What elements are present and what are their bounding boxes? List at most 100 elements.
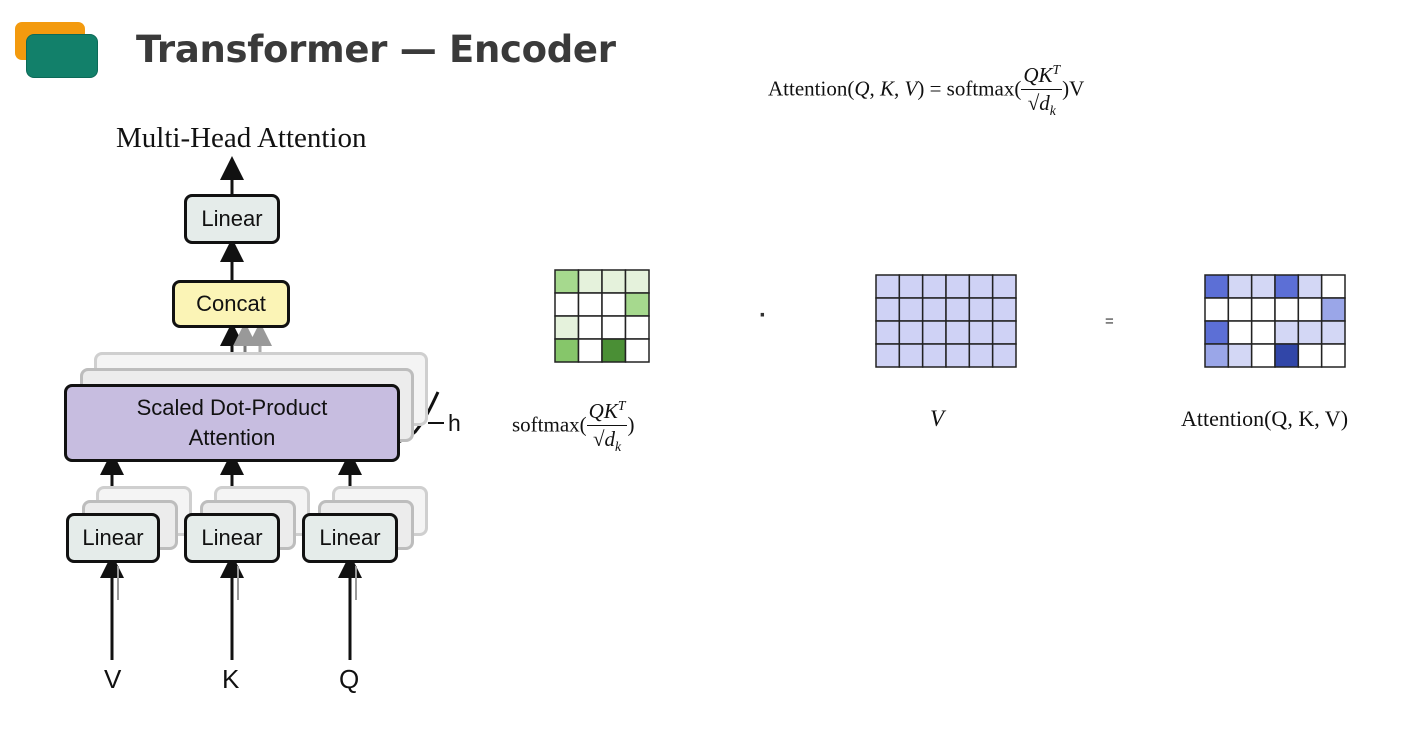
equals-operator: = — [1105, 313, 1114, 330]
attention-result-matrix-cell — [1250, 274, 1276, 299]
v-matrix-cell — [991, 320, 1017, 345]
formula-num-sup: T — [1052, 62, 1061, 77]
linear-v-box: Linear — [66, 513, 160, 563]
attention-result-matrix-cell — [1250, 320, 1276, 345]
v-matrix-cell — [921, 320, 947, 345]
attention-result-matrix-cell — [1297, 297, 1323, 322]
input-k-label: K — [222, 664, 240, 694]
v-matrix-cell — [875, 343, 901, 368]
softmax-matrix-cell — [601, 269, 627, 294]
attention-result-matrix — [1204, 274, 1346, 368]
formula-fraction: QKT√dk — [1021, 62, 1063, 119]
dot-operator: · — [759, 302, 767, 329]
linear-k-box: Linear — [184, 513, 280, 563]
formula-den-sub: k — [1049, 103, 1056, 119]
page-title: Transformer — Encoder — [136, 28, 616, 71]
formula-num: QK — [1023, 63, 1053, 87]
softmax-matrix-cell — [624, 338, 650, 363]
attention-result-matrix-cell — [1204, 274, 1230, 299]
softmax-label-num: QK — [588, 399, 618, 423]
v-label: V — [930, 406, 945, 431]
softmax-label-fn: softmax( — [512, 412, 587, 437]
attention-result-matrix-cell — [1274, 320, 1300, 345]
v-matrix-cell — [898, 274, 924, 299]
softmax-matrix-cell — [577, 269, 603, 294]
v-matrix-cell — [945, 343, 971, 368]
v-matrix-cell — [991, 274, 1017, 299]
linear-output-box: Linear — [184, 194, 280, 244]
softmax-matrix-cell — [554, 338, 580, 363]
v-matrix-cell — [898, 320, 924, 345]
v-matrix-cell — [968, 297, 994, 322]
softmax-matrix-cell — [601, 338, 627, 363]
formula-k: K — [880, 76, 895, 101]
attention-result-matrix-cell — [1227, 320, 1253, 345]
attention-result-matrix-cell — [1227, 343, 1253, 368]
v-matrix-cell — [945, 297, 971, 322]
attention-result-label: Attention(Q, K, V) — [1181, 406, 1349, 431]
formula-tail: )V — [1062, 76, 1085, 101]
softmax-label-sup: T — [617, 398, 626, 413]
softmax-label-den-d: d — [604, 427, 616, 451]
formula-den-d: d — [1039, 91, 1050, 115]
v-matrix-cell — [945, 274, 971, 299]
softmax-matrix-cell — [624, 315, 650, 340]
formula-lhs: Attention( — [768, 76, 855, 101]
formula-eq: ) = softmax( — [917, 76, 1022, 101]
softmax-label: softmax(QKT√dk) — [512, 398, 634, 455]
attention-result-matrix-cell — [1297, 343, 1323, 368]
attention-formula: Attention(Q, K, V) = softmax(QKT√dk)V — [768, 62, 1085, 119]
attention-result-matrix-cell — [1274, 297, 1300, 322]
attention-result-matrix-cell — [1320, 274, 1346, 299]
v-matrix-cell — [991, 297, 1017, 322]
attention-result-matrix-cell — [1204, 320, 1230, 345]
heads-label: h — [448, 410, 461, 436]
attention-result-matrix-cell — [1274, 274, 1300, 299]
attention-result-matrix-cell — [1297, 320, 1323, 345]
input-v-label: V — [104, 664, 122, 694]
v-matrix-cell — [921, 297, 947, 322]
softmax-label-den-sub: k — [615, 439, 622, 455]
input-q-label: Q — [339, 664, 360, 694]
logo-front-shape — [27, 35, 97, 77]
v-matrix-cell — [898, 343, 924, 368]
v-matrix-cell — [898, 297, 924, 322]
softmax-matrix-cell — [624, 269, 650, 294]
scaled-dot-product-attention-box: Scaled Dot-Product Attention — [64, 384, 400, 462]
linear-q-box: Linear — [302, 513, 398, 563]
attention-result-matrix-cell — [1227, 297, 1253, 322]
attention-result-matrix-cell — [1250, 343, 1276, 368]
attention-result-matrix-cell — [1320, 343, 1346, 368]
softmax-matrix-cell — [601, 292, 627, 317]
softmax-matrix-cell — [577, 292, 603, 317]
softmax-label-fraction: QKT√dk — [586, 398, 628, 455]
formula-v: V — [904, 76, 918, 101]
v-matrix-cell — [945, 320, 971, 345]
attention-result-matrix-cell — [1250, 297, 1276, 322]
softmax-matrix-cell — [577, 338, 603, 363]
attention-result-matrix-cell — [1204, 343, 1230, 368]
concat-box: Concat — [172, 280, 290, 328]
v-matrix — [875, 274, 1017, 368]
sdpa-line-2: Attention — [188, 425, 276, 450]
softmax-label-close: ) — [627, 412, 635, 437]
attention-result-matrix-cell — [1274, 343, 1300, 368]
sdpa-line-1: Scaled Dot-Product — [136, 395, 328, 420]
attention-result-matrix-cell — [1297, 274, 1323, 299]
softmax-matrix-cell — [624, 292, 650, 317]
v-matrix-cell — [921, 343, 947, 368]
attention-result-matrix-cell — [1204, 297, 1230, 322]
v-matrix-cell — [875, 274, 901, 299]
softmax-matrix-cell — [601, 315, 627, 340]
attention-result-matrix-cell — [1320, 320, 1346, 345]
softmax-matrix-cell — [554, 292, 580, 317]
softmax-matrix-cell — [577, 315, 603, 340]
v-matrix-cell — [875, 297, 901, 322]
v-matrix-cell — [968, 274, 994, 299]
v-matrix-cell — [968, 320, 994, 345]
v-matrix-cell — [921, 274, 947, 299]
softmax-matrix — [554, 269, 650, 363]
softmax-matrix-cell — [554, 269, 580, 294]
diagram-title: Multi-Head Attention — [116, 122, 367, 154]
formula-q: Q — [854, 76, 870, 101]
